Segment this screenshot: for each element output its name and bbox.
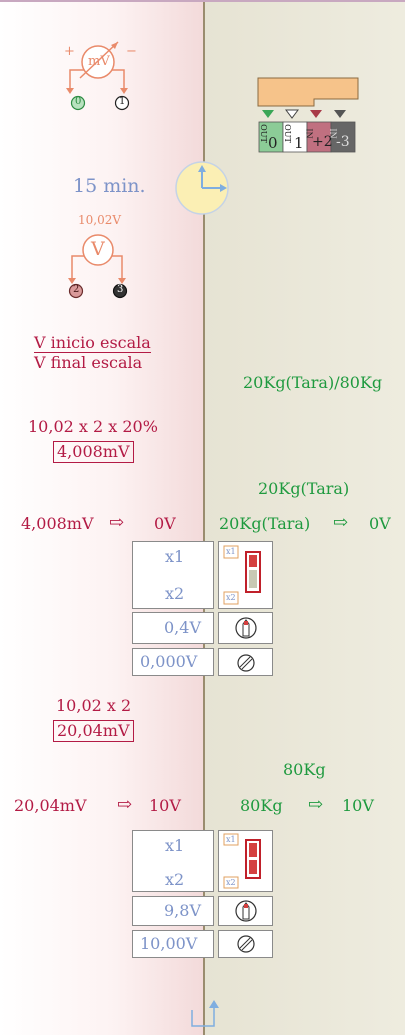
terminal-3-label: 3 — [117, 284, 124, 295]
meter-v-reading: 10,02V — [78, 213, 122, 227]
span-switch-x2: x2 — [226, 878, 236, 887]
span-arrow-right: ⇨ — [308, 794, 324, 815]
zero-load-out: 0V — [369, 514, 391, 533]
span-result: 20,04mV — [53, 720, 134, 742]
ratio-numerator: V inicio escala — [34, 333, 151, 353]
zero-switch-x1: x1 — [226, 547, 236, 556]
span-gain-x1: x1 — [165, 836, 185, 855]
divider-line — [203, 0, 205, 1035]
pin-arrows — [262, 109, 346, 119]
dip-switch-icon — [223, 833, 261, 889]
pin-2-number: +2 — [312, 134, 333, 150]
span-signal: 20,04mV — [14, 796, 87, 815]
zero-load-map: 20Kg(Tara) — [219, 514, 311, 533]
span-load: 80Kg — [283, 760, 326, 779]
pin-1-number: 1 — [294, 134, 304, 152]
span-gain-cell — [132, 830, 214, 892]
ratio-denominator: V final escala — [34, 353, 143, 372]
return-arrow-icon[interactable] — [190, 1000, 220, 1030]
millivolt-meter-icon — [66, 41, 130, 111]
voltmeter-icon — [68, 234, 128, 299]
zero-gain-x1: x1 — [165, 547, 185, 566]
pot-dial-icon — [235, 617, 257, 639]
top-rule — [0, 0, 405, 2]
zero-gain-x2: x2 — [165, 584, 185, 603]
span-switch-x1: x1 — [226, 835, 236, 844]
meter-mv-plus: + — [64, 44, 75, 59]
span-trim-cell[interactable] — [218, 930, 273, 958]
zero-signal: 4,008mV — [21, 514, 94, 533]
terminal-1-label: 1 — [119, 96, 126, 107]
zero-gain-cell — [132, 541, 214, 609]
span-load-map: 80Kg — [240, 796, 283, 815]
wait-time-label: 15 min. — [73, 175, 146, 197]
range-label: 20Kg(Tara)/80Kg — [243, 373, 383, 392]
span-pot-cell — [132, 896, 214, 926]
span-gain-x2: x2 — [165, 870, 185, 889]
dip-switch-icon — [223, 545, 261, 605]
connector-block — [257, 77, 359, 153]
span-reading-cell — [132, 930, 214, 958]
pin-0-label: OUT — [258, 124, 268, 143]
pot-dial-icon — [235, 900, 257, 922]
zero-pot-setting: 0,4V — [164, 618, 201, 637]
zero-signal-out: 0V — [154, 514, 176, 533]
span-load-out: 10V — [342, 796, 374, 815]
zero-reading: 0,000V — [140, 652, 198, 671]
zero-arrow-left: ⇨ — [109, 512, 125, 533]
span-calc: 10,02 x 2 — [56, 696, 132, 715]
zero-switch-x2: x2 — [226, 593, 236, 602]
span-pot-setting: 9,8V — [164, 901, 201, 920]
zero-calc: 10,02 x 2 x 20% — [28, 417, 158, 436]
meter-mv-minus: − — [126, 44, 137, 59]
trim-screw-icon — [237, 935, 255, 953]
zero-result: 4,008mV — [53, 441, 134, 463]
meter-mv-symbol: mV — [88, 54, 110, 69]
pin-1-label: OUT — [282, 124, 292, 143]
terminal-2-label: 2 — [73, 284, 80, 295]
span-reading: 10,00V — [140, 934, 198, 953]
terminal-0-label: 0 — [75, 96, 82, 107]
zero-load: 20Kg(Tara) — [258, 479, 350, 498]
zero-arrow-right: ⇨ — [333, 512, 349, 533]
clock-icon — [175, 161, 229, 215]
trim-screw-icon — [237, 654, 255, 672]
pin-3-number: -3 — [336, 134, 350, 150]
zero-pot-cell — [132, 612, 214, 644]
zero-reading-cell — [132, 648, 214, 676]
span-signal-out: 10V — [149, 796, 181, 815]
pin-0-number: 0 — [268, 134, 278, 152]
span-arrow-left: ⇨ — [117, 794, 133, 815]
meter-v-symbol: V — [91, 238, 105, 260]
